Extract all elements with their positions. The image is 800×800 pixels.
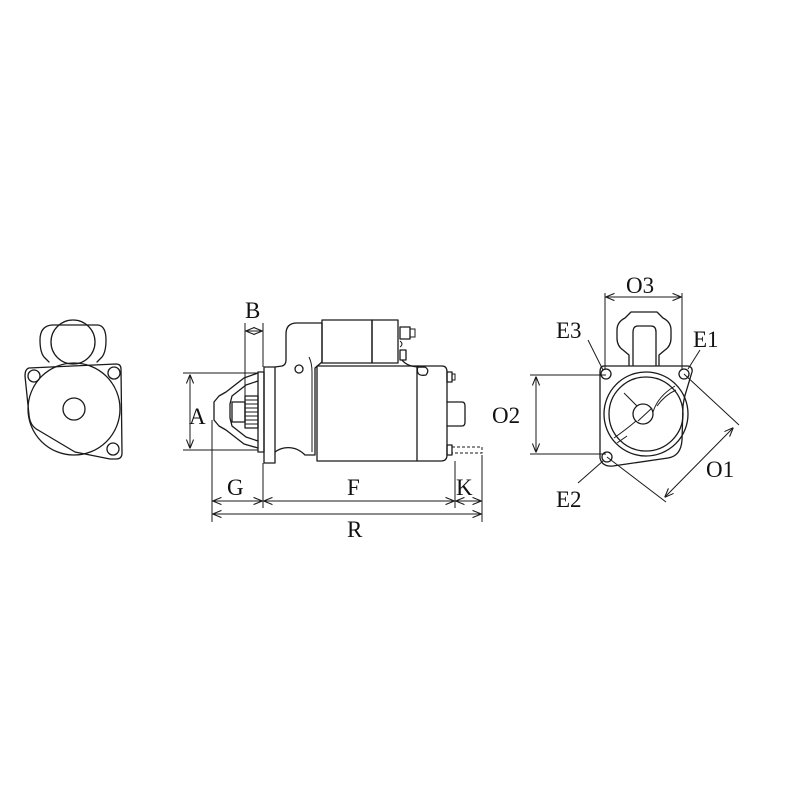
solenoid-cap (371, 319, 399, 364)
pinion-housing-inner (229, 380, 259, 442)
mount-hole-e3 (600, 368, 612, 380)
dimension-label-b: B (245, 298, 260, 323)
mount-flange (24, 363, 123, 460)
section-curve (652, 385, 676, 413)
hole-label-e3: E3 (556, 318, 582, 343)
shaft-bore (632, 403, 654, 425)
section-curve (656, 389, 677, 407)
shaft (62, 397, 86, 421)
hole-label-e2: E2 (556, 487, 582, 512)
terminal-nut (409, 328, 416, 338)
pinion-teeth (245, 399, 258, 425)
dimension-label-f: F (347, 475, 360, 500)
mount-hole (27, 369, 41, 383)
hole-label-e1: E1 (693, 327, 719, 352)
dimension-label-a: A (189, 404, 206, 429)
bore-line (637, 407, 653, 422)
end-bolt (446, 371, 453, 383)
housing-hole (294, 364, 304, 374)
dimension-label-o1: O1 (706, 457, 734, 482)
bearing-boss (446, 401, 466, 427)
dimension-label-o3: O3 (626, 273, 654, 298)
motor-yoke (316, 365, 418, 462)
mount-hole (106, 442, 120, 456)
solenoid-profile (616, 311, 672, 366)
rear-end-view (24, 319, 123, 460)
pinion-shaft (231, 401, 246, 423)
dimension-label-r: R (347, 517, 363, 542)
strap (401, 359, 429, 376)
end-bolt-head (451, 373, 456, 381)
solenoid-outline (39, 324, 107, 363)
front-flange-view (599, 311, 693, 467)
section-line (623, 392, 638, 407)
mount-hole-e1 (678, 368, 690, 380)
solenoid-cap (50, 319, 96, 365)
dimension-label-k: K (456, 475, 473, 500)
commutator-end (416, 365, 448, 462)
front-view-dimensions: O3 O2 O1 E3 E1 E2 (492, 273, 740, 512)
solenoid-body (321, 319, 373, 364)
housing-collar (257, 371, 265, 453)
mount-hole-e2 (601, 451, 613, 463)
terminal-bolt (399, 349, 407, 361)
end-bolt (446, 444, 453, 456)
side-view (213, 319, 483, 464)
terminal-bolt (399, 326, 411, 340)
section-curve (613, 420, 637, 439)
drive-end-housing (274, 322, 323, 456)
dimension-label-g: G (227, 475, 244, 500)
flange-ring-outer (603, 371, 689, 457)
flange-ring-inner (608, 376, 684, 452)
pinion-housing (213, 372, 259, 449)
solenoid-neck (632, 325, 657, 366)
optional-stud (451, 446, 483, 454)
mount-hole (107, 366, 121, 380)
dimension-label-o2: O2 (492, 403, 520, 428)
side-view-dimensions: A B G F K R (183, 298, 483, 542)
wire (399, 340, 403, 348)
mounting-flange (263, 366, 276, 464)
section-curve (616, 435, 628, 444)
housing-edge (308, 356, 313, 452)
motor-body (27, 362, 121, 456)
